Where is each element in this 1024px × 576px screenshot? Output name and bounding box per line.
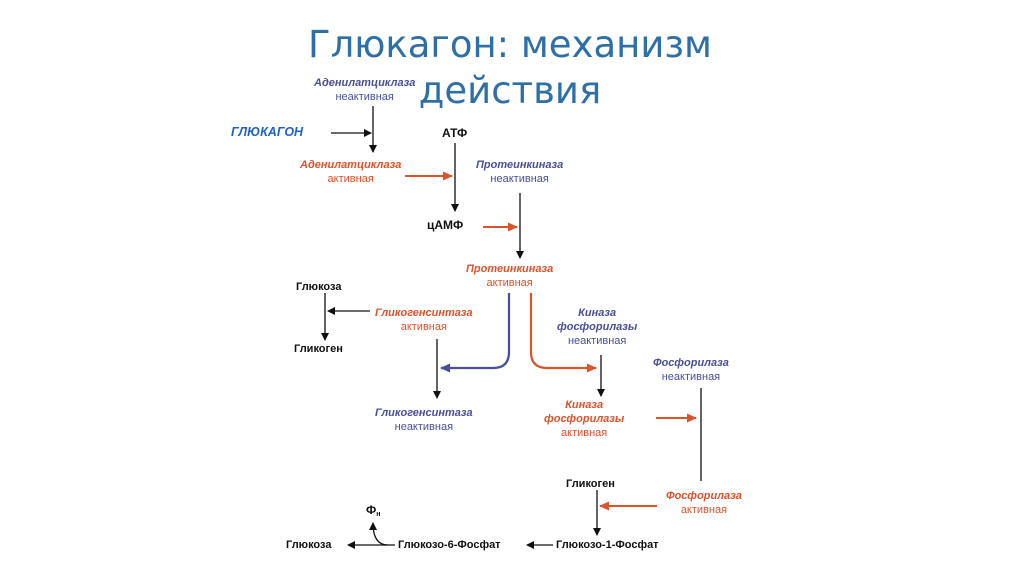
node-name: Гликогенсинтаза (375, 407, 473, 419)
node-name: Фосфорилаза (666, 490, 742, 502)
glycogen-left-label: Гликоген (294, 343, 343, 355)
node-state: активная (680, 504, 728, 516)
pi-subscript: н (376, 511, 381, 518)
glycogen-synthase-active: Гликогенсинтаза активная (375, 306, 473, 334)
node-name: Гликогенсинтаза (375, 307, 473, 319)
node-state: активная (400, 321, 447, 333)
node-state: активная (486, 277, 533, 289)
arrow-pk-inhibits-gs (440, 293, 511, 373)
node-name-line1: Киназа (578, 307, 617, 319)
node-name: Протеинкиназа (466, 263, 554, 275)
adenylate-cyclase-active: Аденилатциклаза активная (300, 158, 401, 186)
inorganic-phosphate-label: Фн (366, 503, 380, 522)
arrow-pk-activates-phk (529, 293, 597, 373)
node-state: неактивная (490, 173, 549, 185)
phosphorylase-kinase-inactive: Киназа фосфорилазы неактивная (557, 306, 637, 348)
node-name: Аденилатциклаза (314, 77, 416, 89)
page-title: Глюкагон: механизм действия (308, 23, 712, 112)
glucagon-label: ГЛЮКАГОН (231, 125, 304, 139)
node-state: неактивная (567, 335, 627, 347)
protein-kinase-active: Протеинкиназа активная (466, 262, 553, 290)
node-name: Протеинкиназа (476, 159, 564, 171)
phosphorylase-kinase-active: Киназа фосфорилазы активная (544, 398, 624, 440)
adenylate-cyclase-inactive: Аденилатциклаза неактивная (314, 76, 415, 104)
node-name: Аденилатциклаза (300, 159, 402, 171)
node-name-line2: фосфорилазы (557, 321, 638, 333)
node-state: неактивная (661, 371, 721, 383)
node-name: Фосфорилаза (653, 357, 729, 369)
node-name-line1: Киназа (565, 399, 604, 411)
protein-kinase-inactive: Протеинкиназа неактивная (476, 158, 563, 186)
glucose-1-phosphate-label: Глюкозо-1-Фосфат (556, 539, 659, 551)
node-state: активная (327, 173, 374, 185)
camp-label: цАМФ (427, 218, 464, 232)
phosphorylase-active: Фосфорилаза активная (666, 489, 742, 517)
glycogen-bottom-label: Гликоген (566, 478, 615, 490)
node-name-line2: фосфорилазы (544, 413, 625, 425)
glycogen-synthase-inactive: Гликогенсинтаза неактивная (375, 406, 473, 434)
glucose-bottom-label: Глюкоза (286, 539, 332, 551)
arrow-pi-release (369, 522, 389, 546)
node-state: неактивная (394, 421, 454, 433)
node-state: активная (561, 427, 608, 439)
glucose-top-label: Глюкоза (296, 281, 342, 293)
glucose-6-phosphate-label: Глюкозо-6-Фосфат (398, 539, 501, 551)
phosphorylase-inactive: Фосфорилаза неактивная (653, 356, 729, 384)
atp-label: АТФ (442, 126, 468, 140)
node-state: неактивная (335, 91, 394, 103)
pi-main: Ф (366, 503, 377, 517)
